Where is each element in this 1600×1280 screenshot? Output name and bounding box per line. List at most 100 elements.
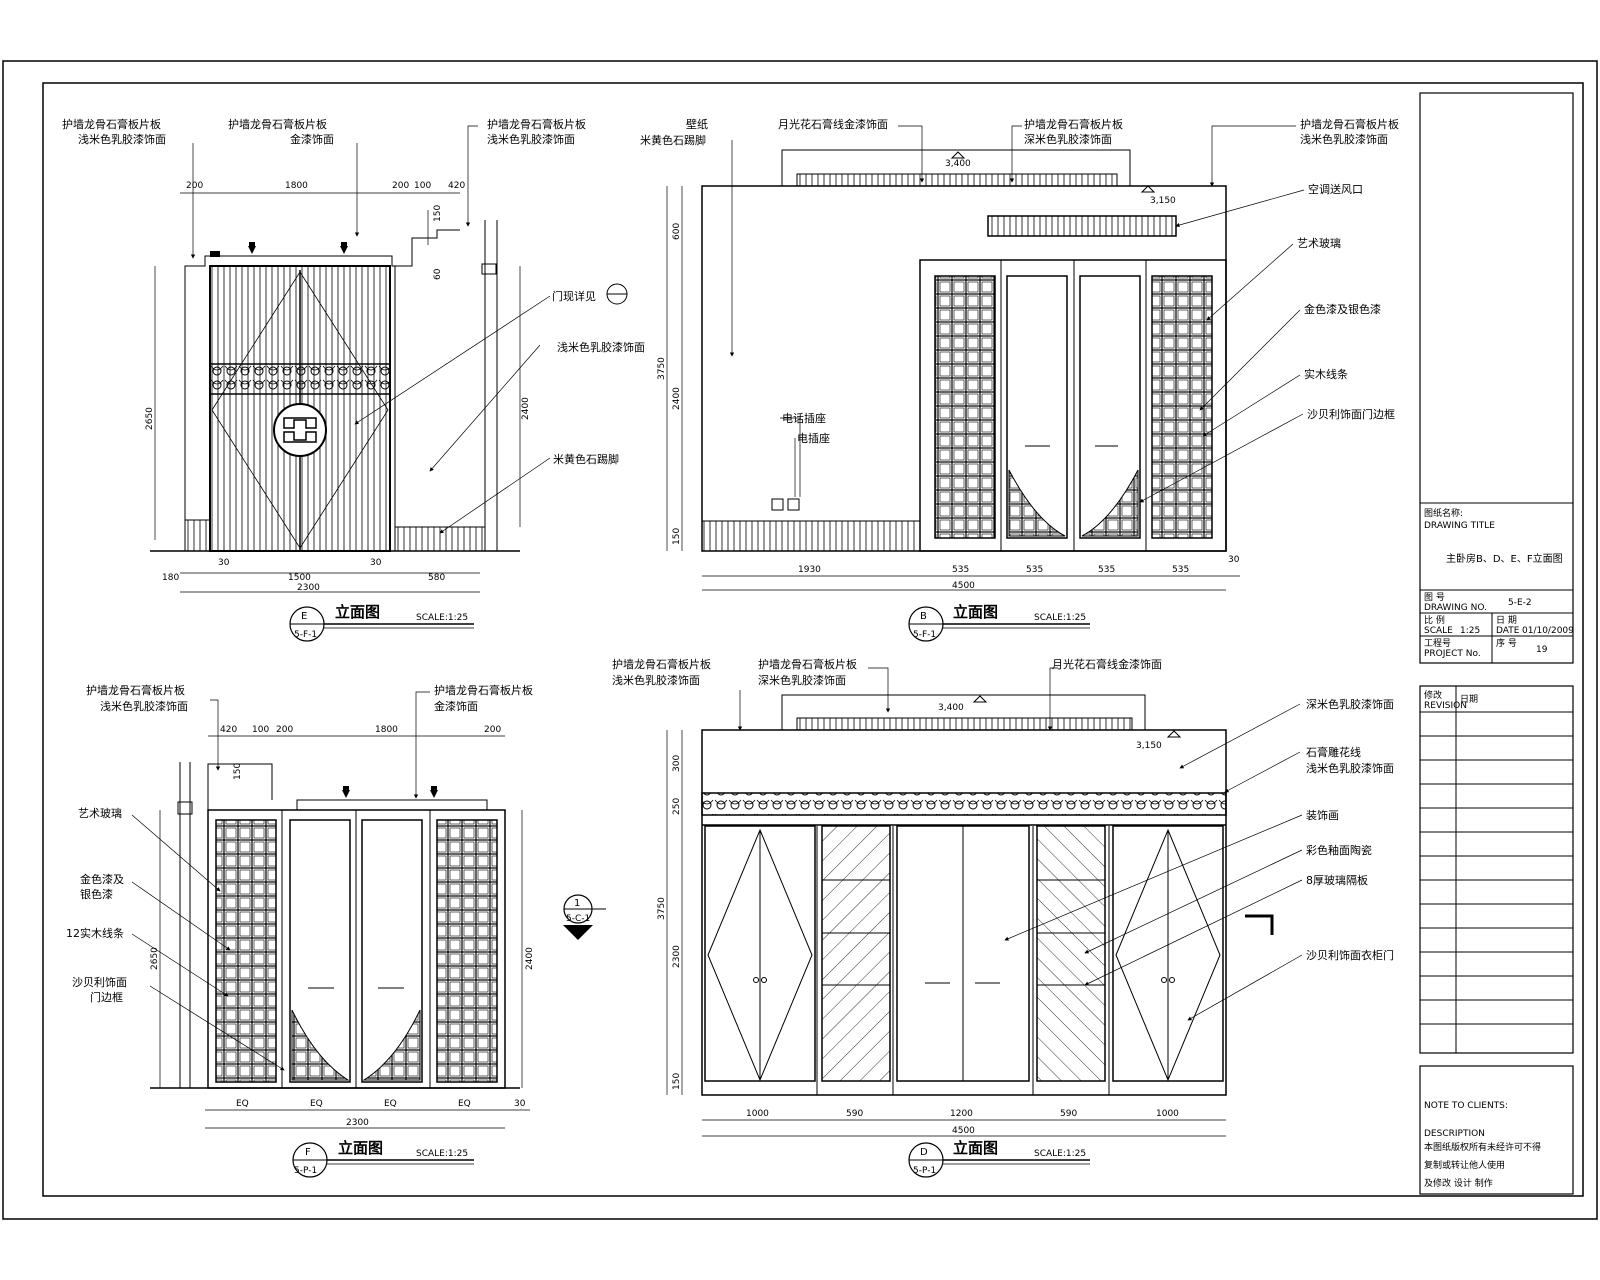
d-label-r3: 装饰画 [1306,808,1339,822]
tb-rev-label-b: REVISION [1424,701,1467,711]
b-dim-bottom-0: 1930 [798,565,821,575]
notes-box [1419,1065,1574,1195]
e-dim-bottom-4: 580 [428,573,445,583]
wardrobe [919,259,1227,552]
b-label-t4b: 浅米色乳胶漆饰面 [1300,132,1388,146]
f-label-l4b: 门边框 [90,990,123,1004]
e-label-r3: 米黄色石踢脚 [553,452,619,466]
d-label-t1a: 护墙龙骨石膏板片板 [612,657,711,671]
e-dim-side-3: 60 [433,268,443,280]
b-dim-side-0: 3750 [657,357,667,380]
e-label-r1: 门现详见 [552,289,596,303]
b-dim-bottom-5: 30 [1228,555,1240,565]
d-scale: SCALE:1:25 [1034,1149,1086,1159]
grid-door-left [934,275,996,539]
f-dim-top-1: 100 [252,725,269,735]
d-label-r1: 深米色乳胶漆饰面 [1306,697,1394,711]
d-level-1: 3,400 [938,703,964,713]
b-title: 立面图 [953,603,998,621]
b-dim-bottom-4: 535 [1172,565,1189,575]
e-dim-side-2: 150 [433,205,443,222]
f-dim-side-1: 2400 [525,947,535,970]
e-label-top3a: 护墙龙骨石膏板片板 [487,117,586,131]
b-label-t3b: 深米色乳胶漆饰面 [1024,132,1112,146]
b-title-tag: B [920,611,927,622]
tb-date-label: 日 期 [1496,615,1517,626]
b-level-1: 3,400 [945,159,971,169]
tb-proj-label-en: PROJECT No. [1424,649,1481,659]
d-label-r6: 沙贝利饰面衣柜门 [1306,948,1394,962]
f-label-l3: 12实木线条 [66,926,124,940]
d-dim-bottom-0: 1000 [746,1109,769,1119]
d-dim-side-1: 300 [672,755,682,772]
tb-note2: DESCRIPTION [1424,1129,1485,1139]
f-dim-bottom-4: 30 [514,1099,526,1109]
d-label-t2a: 护墙龙骨石膏板片板 [758,657,857,671]
f-label-l4a: 沙贝利饰面 [72,975,127,989]
e-dim-bottom-3: 30 [370,558,382,568]
e-label-top1a: 护墙龙骨石膏板片板 [62,117,161,131]
f-title-ref: 5-P-1 [294,1166,317,1176]
b-label-r2: 艺术玻璃 [1297,236,1341,250]
b-label-r1: 空调送风口 [1308,182,1363,196]
tb-scale-label-en: SCALE [1424,626,1453,636]
tb-name-label-en: DRAWING TITLE [1424,521,1495,531]
tb-note3: 本图纸版权所有未经许可不得 [1424,1141,1541,1153]
f-dim-bottom-1: EQ [310,1099,323,1109]
tb-no-label-en: DRAWING NO. [1424,603,1487,613]
f-grid-door-right [436,819,498,1083]
d-dim-bottom-1: 590 [846,1109,863,1119]
f-dim-top-0: 420 [220,725,237,735]
tb-date-label-en: DATE [1496,626,1520,636]
e-dim-bottom-2: 1500 [288,573,311,583]
f-title-tag: F [305,1147,311,1158]
tb-proj-label: 工程号 [1424,638,1451,649]
tb-note4: 复制或转让他人使用 [1424,1159,1505,1171]
tb-no-value: 5-E-2 [1508,598,1532,608]
tb-note5: 及修改 设计 制作 [1424,1177,1493,1189]
e-label-top2b: 金漆饰面 [290,132,334,146]
b-label-t1a: 壁纸 [686,117,708,131]
tb-name-label: 图纸名称: [1424,507,1463,519]
d-dim-side-4: 150 [672,1073,682,1090]
b-dim-side-3: 150 [672,528,682,545]
f-dim-top-2: 200 [276,725,293,735]
d-label-t2b: 深米色乳胶漆饰面 [758,673,846,687]
f-dim-bottom-2: EQ [384,1099,397,1109]
d-title-ref: 5-P-1 [913,1166,936,1176]
d-level-2: 3,150 [1136,741,1162,751]
sheet-outer-border [2,60,1598,1220]
f-label-t1b: 浅米色乳胶漆饰面 [100,699,188,713]
b-label-t1b: 米黄色石踢脚 [640,133,706,147]
b-dim-total: 4500 [952,581,975,591]
f-label-t2a: 护墙龙骨石膏板片板 [434,683,533,697]
f-label-l1: 艺术玻璃 [78,806,122,820]
b-dim-bottom-1: 535 [952,565,969,575]
b-level-2: 3,150 [1150,196,1176,206]
e-dim-bottom-0: 180 [162,573,179,583]
tb-rev-label-c: 日期 [1460,694,1478,705]
f-label-t2b: 金漆饰面 [434,699,478,713]
e-dim-top-2: 200 [392,181,409,191]
tb-scale-value: 1:25 [1460,626,1480,636]
f-grid-door-left [215,819,277,1083]
d-label-r2a: 石膏雕花线 [1306,745,1361,759]
f-dim-top-3: 1800 [375,725,398,735]
b-scale: SCALE:1:25 [1034,613,1086,623]
b-label-r3: 金色漆及银色漆 [1304,302,1381,316]
tb-rev-label-a: 修改 [1424,689,1442,701]
f-dim-top-4: 200 [484,725,501,735]
e-title-ref: 5-F-1 [294,630,317,640]
e-dim-top-4: 420 [448,181,465,191]
d-dim-total: 4500 [952,1126,975,1136]
b-dim-bottom-2: 535 [1026,565,1043,575]
b-label-t2: 月光花石膏线金漆饰面 [778,117,888,131]
b-label-t3a: 护墙龙骨石膏板片板 [1024,117,1123,131]
d-section-ref: 5-C-1 [566,914,590,924]
f-dim-bottom-0: EQ [236,1099,249,1109]
d-label-r2b: 浅米色乳胶漆饰面 [1306,761,1394,775]
door-medallion [273,403,327,457]
d-label-t1b: 浅米色乳胶漆饰面 [612,673,700,687]
b-label-s2: 电插座 [797,431,830,445]
e-dim-side-0: 2650 [145,407,155,430]
